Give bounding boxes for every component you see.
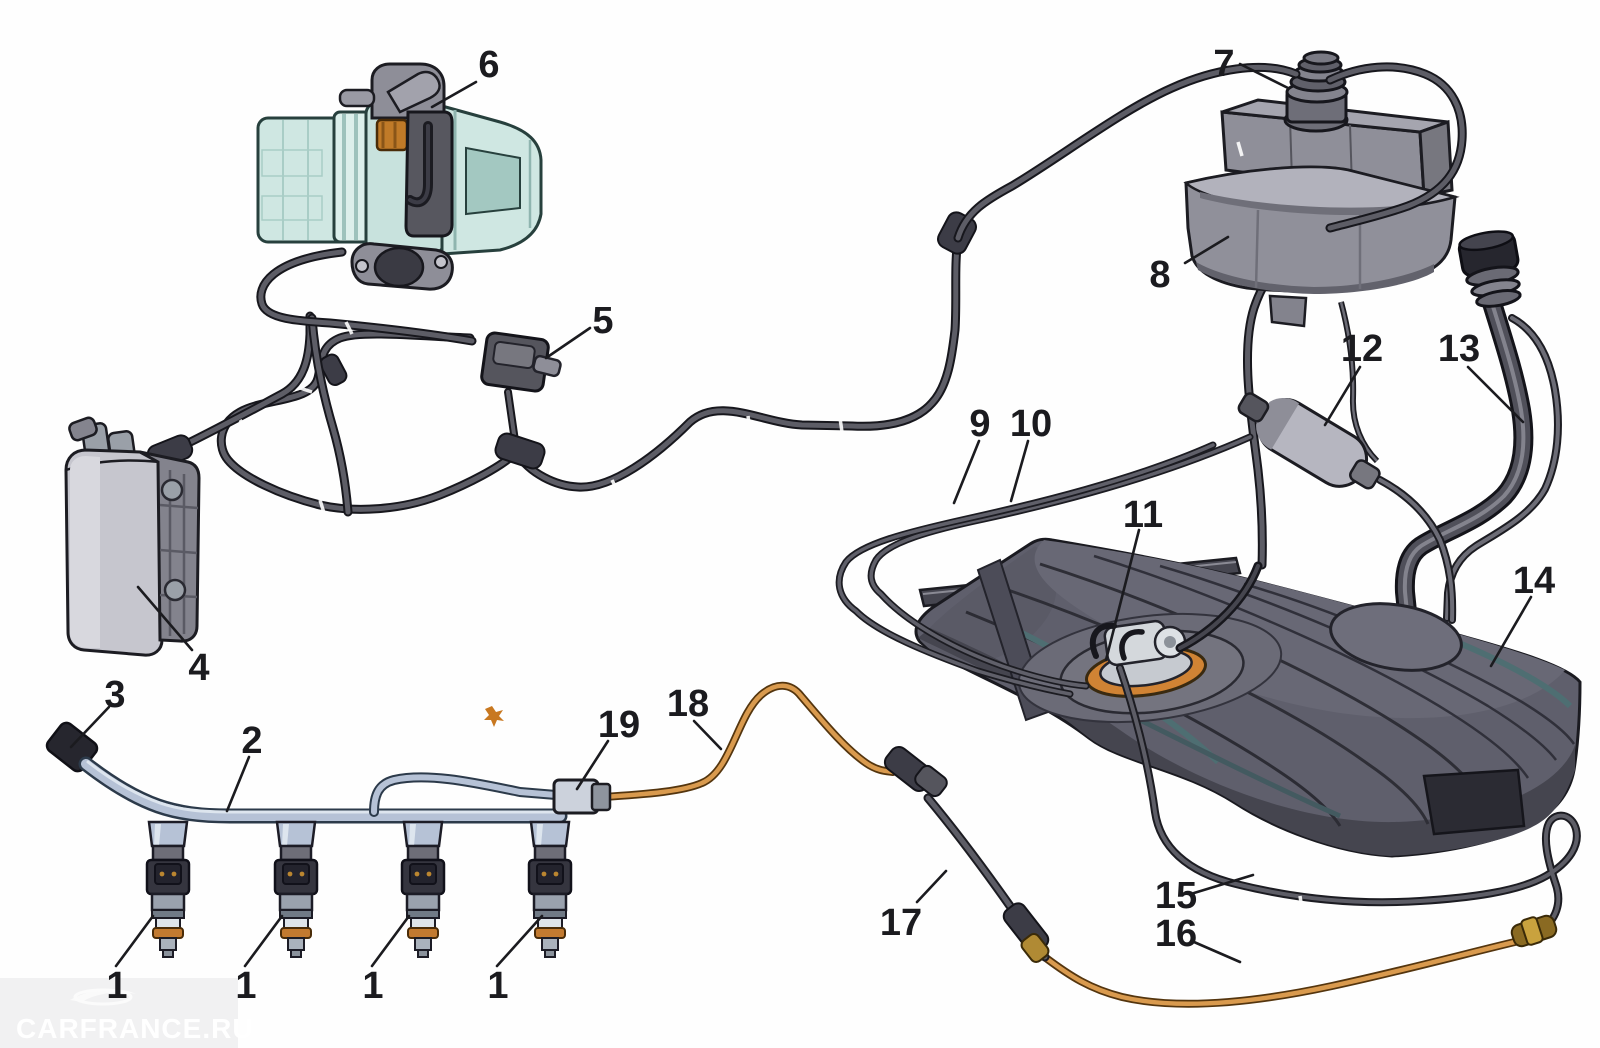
svg-text:3: 3 — [104, 674, 125, 716]
svg-text:1: 1 — [235, 965, 256, 1007]
svg-text:12: 12 — [1341, 328, 1383, 370]
svg-text:6: 6 — [478, 44, 499, 86]
svg-text:CARFRANCE.RU: CARFRANCE.RU — [16, 1013, 254, 1044]
svg-text:13: 13 — [1438, 328, 1480, 370]
svg-text:1: 1 — [106, 965, 127, 1007]
svg-text:16: 16 — [1155, 913, 1197, 955]
svg-text:15: 15 — [1155, 875, 1197, 917]
svg-text:9: 9 — [969, 403, 990, 445]
svg-text:5: 5 — [592, 300, 613, 342]
svg-text:11: 11 — [1123, 494, 1163, 536]
svg-text:1: 1 — [487, 965, 508, 1007]
svg-text:10: 10 — [1010, 403, 1052, 445]
svg-text:1: 1 — [362, 965, 383, 1007]
svg-text:7: 7 — [1213, 43, 1234, 85]
svg-text:4: 4 — [188, 647, 209, 689]
svg-text:18: 18 — [667, 683, 709, 725]
svg-text:8: 8 — [1149, 254, 1170, 296]
svg-text:2: 2 — [241, 720, 262, 762]
svg-text:14: 14 — [1513, 560, 1555, 602]
svg-text:17: 17 — [880, 902, 922, 944]
svg-text:19: 19 — [598, 704, 640, 746]
